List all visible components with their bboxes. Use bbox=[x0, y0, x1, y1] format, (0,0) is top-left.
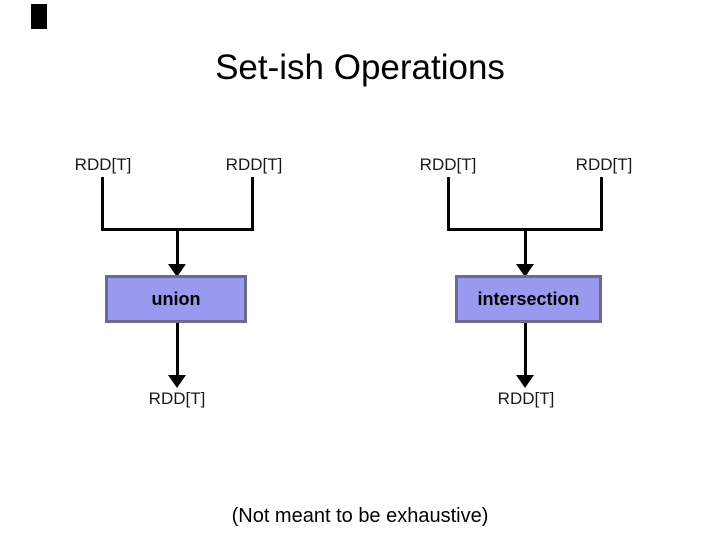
arrow-head bbox=[168, 375, 186, 388]
black-artifact bbox=[31, 4, 47, 29]
arrow-shaft bbox=[175, 323, 179, 375]
rdd-output-label: RDD[T] bbox=[148, 389, 206, 408]
rdd-output-label: RDD[T] bbox=[497, 389, 555, 408]
rdd-input-label: RDD[T] bbox=[74, 155, 132, 174]
arrow-head bbox=[516, 264, 534, 277]
rdd-input-label: RDD[T] bbox=[419, 155, 477, 174]
union-box-label: union bbox=[151, 288, 201, 309]
arrow-head bbox=[168, 264, 186, 277]
intersection-box-label: intersection bbox=[477, 288, 580, 309]
arrow-shaft bbox=[523, 231, 527, 264]
slide-caption: (Not meant to be exhaustive) bbox=[231, 505, 489, 527]
rdd-input-label: RDD[T] bbox=[225, 155, 283, 174]
arrow-shaft bbox=[523, 323, 527, 375]
intersection-box: intersection bbox=[455, 275, 602, 323]
page-title: Set-ish Operations bbox=[215, 48, 505, 87]
merge-bracket bbox=[101, 177, 254, 231]
arrow-shaft bbox=[175, 231, 179, 264]
rdd-input-label: RDD[T] bbox=[575, 155, 633, 174]
arrow-head bbox=[516, 375, 534, 388]
merge-bracket bbox=[447, 177, 603, 231]
union-box: union bbox=[105, 275, 247, 323]
